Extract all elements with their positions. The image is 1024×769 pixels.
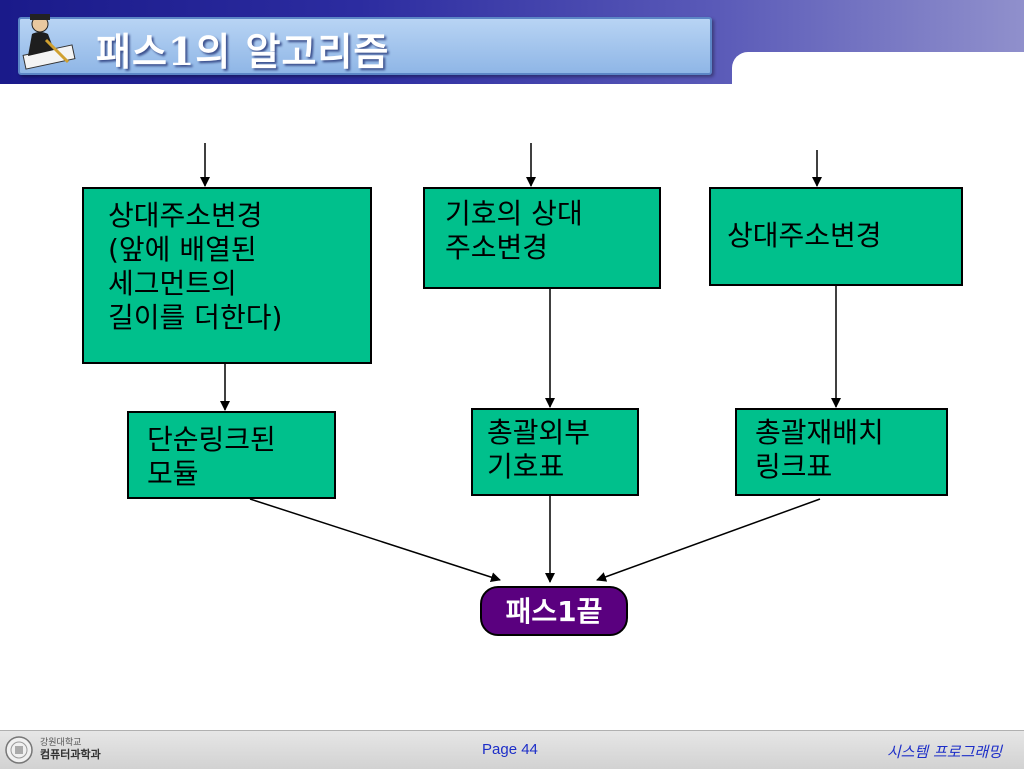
box-simple-linked-module: 단순링크된 모듈: [127, 411, 336, 499]
arrow-out-3: [596, 498, 821, 582]
writer-logo-icon: [16, 10, 80, 74]
arrow-out-1: [249, 498, 501, 582]
institution-line1: 강원대학교: [40, 738, 82, 748]
university-seal-icon: [4, 735, 34, 765]
box-global-relocation-link-table: 총괄재배치 링크표: [735, 408, 948, 496]
box-relative-address-change: 상대주소변경: [709, 187, 963, 286]
page-number: Page 44: [482, 741, 538, 758]
box-relative-address-change-segments: 상대주소변경 (앞에 배열된 세그먼트의 길이를 더한다): [82, 187, 372, 364]
box-global-external-symbol-table: 총괄외부 기호표: [471, 408, 639, 496]
institution-line2: 컴퓨터과학과: [40, 748, 101, 761]
end-node-pass1: 패스1끝: [480, 586, 628, 636]
course-title: 시스템 프로그래밍: [886, 743, 1002, 761]
box-symbol-relative-address-change: 기호의 상대 주소변경: [423, 187, 661, 289]
footer-bar: 강원대학교 컴퓨터과학과 Page 44 시스템 프로그래밍: [0, 730, 1024, 769]
institution-name: 강원대학교 컴퓨터과학과: [40, 737, 101, 761]
page-title: 패스1의 알고리즘: [96, 29, 390, 74]
title-bar: [18, 17, 712, 75]
header-white-tab: [732, 52, 1024, 92]
